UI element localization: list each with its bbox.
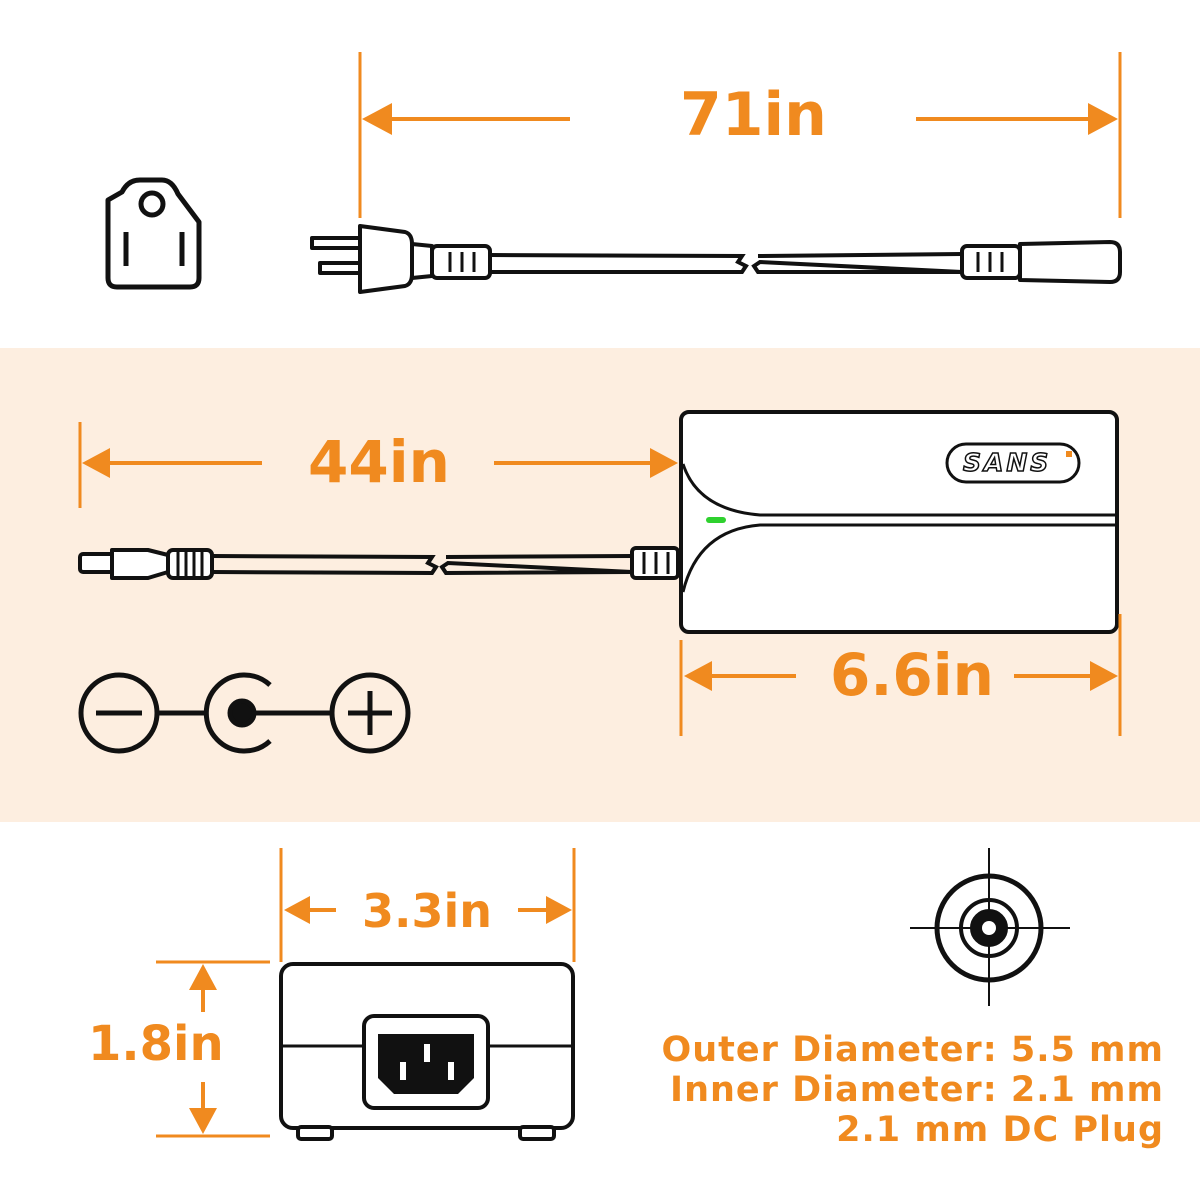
power-led <box>706 517 726 523</box>
dc-cord-length-label: 44in <box>308 428 450 496</box>
ac-arrowhead-left <box>362 103 392 135</box>
ac-cord-length-label: 71in <box>680 80 827 150</box>
dc-arrowhead-right <box>650 448 678 478</box>
adapter-arrowhead-right <box>1090 661 1118 691</box>
adapter-length-lines <box>679 614 1122 736</box>
outer-diameter-spec: Outer Diameter: 5.5 mm <box>661 1030 1164 1070</box>
width-dimension-lines <box>279 848 576 962</box>
height-arrowhead-bottom <box>189 1108 217 1134</box>
dc-barrel-crosssection-icon <box>910 848 1070 1006</box>
ac-arrowhead-right <box>1088 103 1118 135</box>
c13-iec-socket-icon <box>378 1034 474 1094</box>
adapter-height-label: 1.8in <box>88 1016 224 1072</box>
ac-cord <box>489 252 963 274</box>
dc-strain-relief <box>630 546 680 580</box>
adapter-width-label: 3.3in <box>362 884 493 938</box>
brand-logo <box>945 442 1081 484</box>
ac-plug-icon <box>310 224 492 294</box>
dc-polarity-center-positive-icon <box>78 672 411 754</box>
brand-logo-text: SANS <box>962 447 1052 478</box>
adapter-arrowhead-left <box>684 661 712 691</box>
us-plug-face-icon <box>105 177 202 290</box>
dc-cord <box>211 554 633 576</box>
c13-connector-icon <box>960 240 1122 284</box>
dc-plug-spec: 2.1 mm DC Plug <box>836 1110 1164 1150</box>
ac-dimension-lines <box>358 52 1122 218</box>
width-arrowhead-left <box>284 896 310 924</box>
dc-plug-icon <box>78 548 214 580</box>
inner-diameter-spec: Inner Diameter: 2.1 mm <box>670 1070 1164 1110</box>
height-arrowhead-top <box>189 964 217 990</box>
adapter-length-label: 6.6in <box>830 641 994 709</box>
height-dimension-lines <box>156 960 270 1138</box>
dc-arrowhead-left <box>82 448 110 478</box>
width-arrowhead-right <box>546 896 572 924</box>
